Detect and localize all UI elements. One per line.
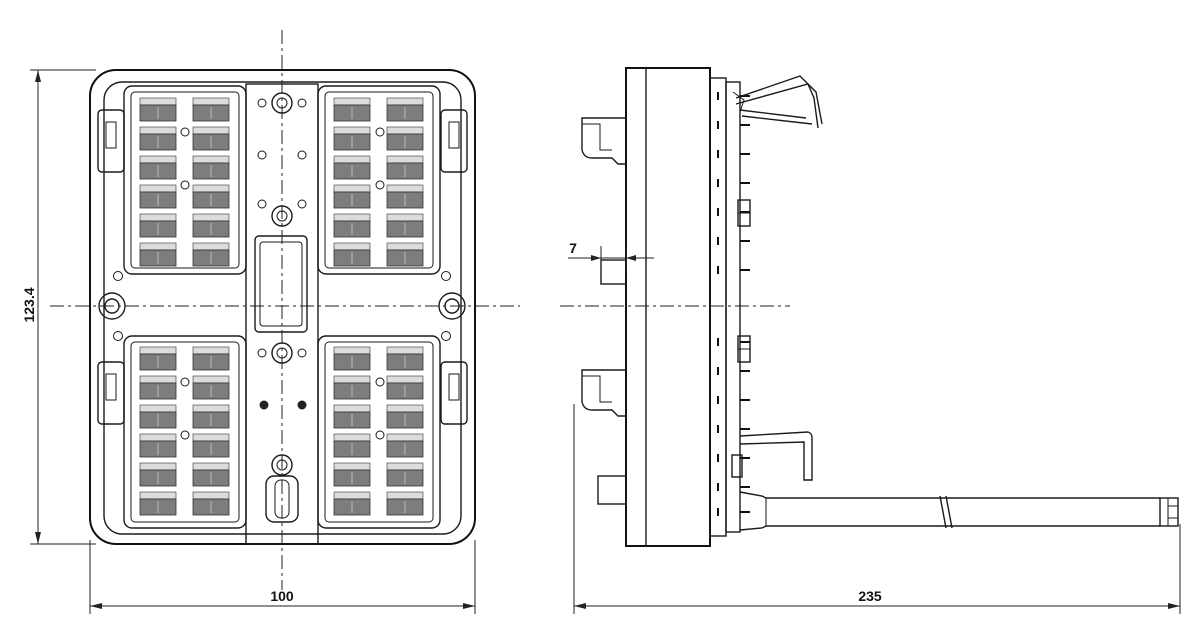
fuse-slot (386, 242, 424, 267)
front-width-label: 100 (270, 588, 294, 604)
fuse-slot (333, 462, 371, 487)
fuse-slot (139, 375, 177, 400)
side-length-label: 235 (858, 588, 882, 604)
spine-holes (257, 98, 307, 410)
fuse-slots (139, 97, 424, 516)
side-view: 7 (560, 67, 1179, 547)
top-spring-clip (735, 75, 823, 129)
bolt-heads (731, 199, 751, 478)
fuse-slot (139, 433, 177, 458)
offset-tab: 7 (568, 240, 654, 285)
fuse-slot (333, 375, 371, 400)
fuse-slot (386, 462, 424, 487)
cable (739, 491, 1179, 531)
fuse-slot (333, 242, 371, 267)
right-tabs (440, 109, 468, 425)
fuse-slot (139, 97, 177, 122)
fuse-slot (192, 155, 230, 180)
fuse-slot (333, 184, 371, 209)
fuse-slot (386, 346, 424, 371)
fuse-slot (333, 97, 371, 122)
fuse-slot (139, 126, 177, 151)
fuse-slot (386, 155, 424, 180)
fuse-slot (192, 184, 230, 209)
group-holes (180, 127, 385, 440)
fuse-slot (192, 491, 230, 516)
fuse-slot (192, 375, 230, 400)
fuse-slot (139, 184, 177, 209)
fuse-slot (192, 433, 230, 458)
fuse-slot (139, 242, 177, 267)
fuse-slot (386, 375, 424, 400)
lower-bracket (739, 431, 813, 481)
upper-hook (581, 117, 626, 165)
fuse-slot (386, 184, 424, 209)
fuse-slot (333, 433, 371, 458)
fuse-slot (139, 462, 177, 487)
fuse-slot (192, 462, 230, 487)
fuse-slot (192, 346, 230, 371)
fuse-slot (333, 346, 371, 371)
lower-hook (581, 369, 626, 417)
fuse-slot (386, 213, 424, 238)
fuse-slot (333, 213, 371, 238)
fuse-slot (139, 155, 177, 180)
fuse-group-frames (123, 85, 441, 529)
center-window (254, 235, 308, 333)
front-view (50, 30, 520, 590)
fuse-slot (333, 155, 371, 180)
fuse-slot (333, 491, 371, 516)
fuse-slot (139, 213, 177, 238)
height-dimension-label: 123.4 (21, 287, 37, 322)
front-width-dimension: 100 (89, 540, 476, 614)
left-tabs (97, 109, 125, 425)
fuse-slot (386, 491, 424, 516)
fuse-slot (386, 404, 424, 429)
side-main-body (625, 67, 711, 547)
fuse-slot (333, 404, 371, 429)
fuse-slot (192, 97, 230, 122)
fuse-slot (139, 491, 177, 516)
fuse-slot (386, 126, 424, 151)
fuse-slot (333, 126, 371, 151)
fuse-slot (192, 126, 230, 151)
bottom-foot (597, 475, 627, 505)
fuse-slot (192, 213, 230, 238)
terminal-pins (717, 92, 750, 516)
fuse-slot (192, 404, 230, 429)
fuse-slot (386, 433, 424, 458)
fuse-slot (386, 97, 424, 122)
fuse-slot (139, 404, 177, 429)
height-dimension: 123.4 (21, 69, 96, 545)
fuse-slot (139, 346, 177, 371)
side-length-dimension: 235 (573, 404, 1181, 614)
fuse-slot (192, 242, 230, 267)
offset-dimension-label: 7 (569, 240, 577, 256)
